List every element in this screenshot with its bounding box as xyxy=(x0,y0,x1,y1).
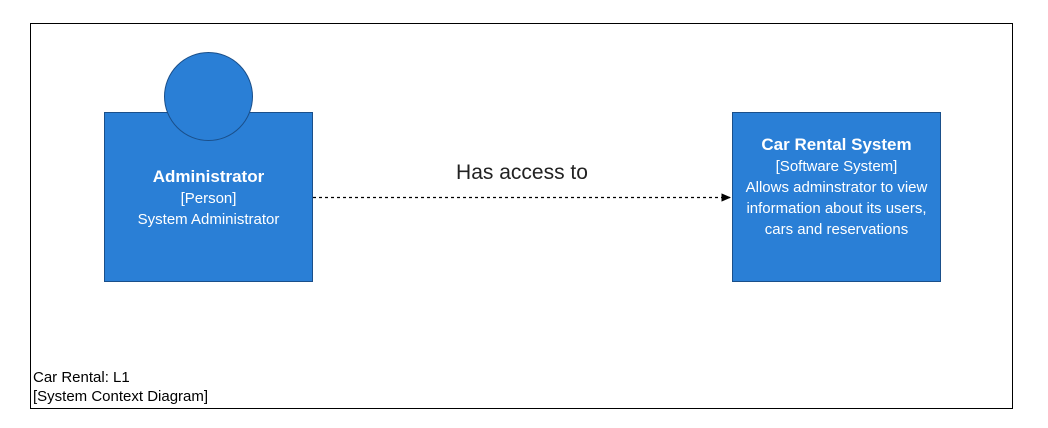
boundary-name: Car Rental: L1 xyxy=(33,369,130,386)
diagram-boundary xyxy=(30,23,1013,409)
system-description-line: Allows adminstrator to view xyxy=(745,179,928,196)
system-description-line: cars and reservations xyxy=(764,221,909,238)
system-name: Car Rental System xyxy=(761,135,912,154)
person-head[interactable] xyxy=(164,52,253,141)
person-body[interactable] xyxy=(104,112,313,282)
system-type: [Software System] xyxy=(775,158,898,175)
system-description-line: information about its users, xyxy=(746,200,927,217)
relationship-label: Has access to xyxy=(456,161,588,184)
boundary-label: Car Rental: L1 [System Context Diagram] xyxy=(33,368,208,406)
person-type: [Person] xyxy=(180,190,237,207)
software-system-text: Car Rental System [Software System] Allo… xyxy=(732,134,941,240)
boundary-type: [System Context Diagram] xyxy=(33,388,209,405)
software-system-box[interactable] xyxy=(732,112,941,282)
person-text: Administrator [Person] System Administra… xyxy=(104,166,313,230)
person-description: System Administrator xyxy=(137,211,280,228)
person-name: Administrator xyxy=(152,167,265,186)
